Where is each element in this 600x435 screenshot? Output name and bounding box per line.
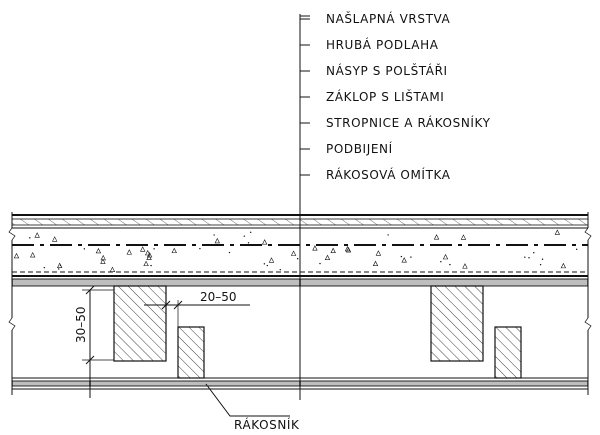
stipple-mark xyxy=(95,247,102,254)
stipple-mark xyxy=(319,262,321,265)
stipple-mark xyxy=(146,252,153,258)
stipple-mark xyxy=(261,239,268,245)
stipple-mark xyxy=(56,262,63,268)
stipple-mark xyxy=(52,236,58,242)
reed-callout-text: RÁKOSNÍK xyxy=(234,417,300,432)
stipple-mark xyxy=(247,242,250,244)
reed-batten-left xyxy=(177,326,205,379)
stipple-mark xyxy=(442,253,449,260)
dimension-vertical-value: 30–50 xyxy=(74,306,88,343)
stipple-mark xyxy=(30,251,36,258)
boarding-layer xyxy=(11,278,589,287)
label-leader xyxy=(299,14,310,400)
layer-label-text: ZÁKLOP S LIŠTAMI xyxy=(326,89,444,104)
stipple-mark xyxy=(150,264,152,267)
layer-label-text: PODBIJENÍ xyxy=(326,141,393,156)
stipple-mark xyxy=(171,247,177,254)
stipple-mark xyxy=(372,260,379,267)
stipple-mark xyxy=(13,252,20,259)
stipple-mark xyxy=(29,237,31,239)
stipple-mark xyxy=(58,268,60,270)
stipple-mark xyxy=(100,258,106,264)
stipple-mark xyxy=(460,234,467,240)
reed-callout: RÁKOSNÍK xyxy=(205,383,300,432)
stipple-mark xyxy=(539,263,542,266)
stipple-mark xyxy=(541,258,544,260)
stipple-mark xyxy=(575,248,578,251)
stipple-mark xyxy=(268,257,275,263)
layer-label-1: NAŠLAPNÁ VRSTVA xyxy=(300,11,451,26)
joist-left xyxy=(113,285,167,362)
floor-top-layers xyxy=(11,214,589,229)
stipple-mark xyxy=(533,252,535,254)
dimension-horizontal-value: 20–50 xyxy=(200,290,237,304)
stipple-mark xyxy=(109,266,116,272)
stipple-mark xyxy=(290,250,297,256)
layer-label-7: RÁKOSOVÁ OMÍTKA xyxy=(300,167,451,182)
stipple-mark xyxy=(345,246,352,253)
stipple-mark xyxy=(213,234,215,236)
dimension-vertical: 30–50 xyxy=(74,285,114,398)
ceiling-layers xyxy=(11,377,589,390)
stipple-mark xyxy=(34,232,40,238)
stipple-mark xyxy=(554,229,561,235)
stipple-mark xyxy=(250,231,252,234)
stipple-mark xyxy=(344,245,351,252)
reed-batten-right xyxy=(494,326,522,379)
stipple-mark xyxy=(410,256,412,258)
stipple-mark xyxy=(243,235,246,237)
stipple-mark xyxy=(462,263,468,269)
stipple-mark xyxy=(263,263,266,265)
stipple-mark xyxy=(440,261,442,263)
stipple-mark xyxy=(43,266,46,269)
stipple-mark xyxy=(400,255,403,258)
layer-label-6: PODBIJENÍ xyxy=(300,141,393,156)
stipple-mark xyxy=(524,256,526,258)
stipple-mark xyxy=(433,234,440,240)
stipple-mark xyxy=(228,251,231,254)
stipple-mark xyxy=(312,245,318,251)
layer-labels: NAŠLAPNÁ VRSTVA HRUBÁ PODLAHA NÁSYP S PO… xyxy=(300,11,491,182)
stipple-mark xyxy=(153,248,155,250)
stipple-mark xyxy=(375,250,382,256)
layer-label-4: ZÁKLOP S LIŠTAMI xyxy=(300,89,444,104)
stipple-mark xyxy=(140,246,146,252)
stipple-mark xyxy=(144,249,151,256)
layer-label-text: HRUBÁ PODLAHA xyxy=(326,37,439,52)
stipple-mark xyxy=(266,264,269,267)
layer-label-text: NÁSYP S POLŠTÁŘI xyxy=(326,63,448,78)
layer-label-text: STROPNICE A RÁKOSNÍKY xyxy=(326,115,491,130)
stipple-mark xyxy=(199,247,201,250)
stipple-mark xyxy=(214,237,220,244)
left-break xyxy=(8,212,16,395)
fill-layer xyxy=(12,229,588,277)
right-break xyxy=(584,212,592,395)
layer-label-text: RÁKOSOVÁ OMÍTKA xyxy=(326,167,451,182)
stipple-mark xyxy=(279,268,281,271)
stipple-mark xyxy=(528,257,530,259)
stipple-mark xyxy=(560,262,567,269)
stipple-mark xyxy=(143,260,149,267)
stipple-mark xyxy=(324,254,331,261)
fill-stipple xyxy=(13,229,578,272)
stipple-mark xyxy=(401,257,407,263)
layer-label-2: HRUBÁ PODLAHA xyxy=(300,37,439,52)
stipple-mark xyxy=(100,254,106,261)
stipple-mark xyxy=(296,258,299,260)
stipple-mark xyxy=(83,248,86,250)
dimension-horizontal: 20–50 xyxy=(144,290,250,327)
stipple-mark xyxy=(387,234,389,236)
layer-label-5: STROPNICE A RÁKOSNÍKY xyxy=(300,115,491,130)
joist-right xyxy=(430,285,484,362)
stipple-mark xyxy=(330,247,336,254)
stipple-mark xyxy=(146,254,152,261)
layer-label-text: NAŠLAPNÁ VRSTVA xyxy=(326,11,451,26)
layer-label-3: NÁSYP S POLŠTÁŘI xyxy=(300,63,448,78)
stipple-mark xyxy=(126,249,132,255)
stipple-mark xyxy=(449,263,451,266)
